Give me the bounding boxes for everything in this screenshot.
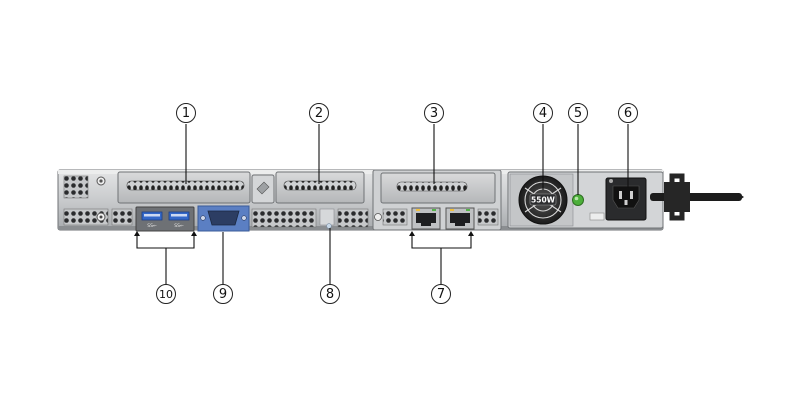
power-inlet bbox=[605, 177, 647, 221]
callout-8: 8 bbox=[320, 284, 340, 304]
callout-9: 9 bbox=[213, 284, 233, 304]
usb-port-2: SS← bbox=[168, 211, 190, 229]
psu-fan: 550W bbox=[518, 175, 568, 225]
usb-label-2: SS← bbox=[174, 223, 184, 229]
leader-arrowheads bbox=[134, 231, 474, 236]
leader-lines bbox=[136, 124, 629, 284]
vga-port bbox=[197, 205, 250, 232]
left-vent-area bbox=[63, 175, 133, 226]
callout-3: 3 bbox=[424, 103, 444, 123]
callout-10: 10 bbox=[156, 284, 176, 304]
usb-port-1: SS← bbox=[141, 211, 163, 229]
psu-rating-label: 550W bbox=[531, 196, 556, 205]
callout-7: 7 bbox=[431, 284, 451, 304]
usb-label-1: SS← bbox=[147, 223, 157, 229]
callout-2: 2 bbox=[309, 103, 329, 123]
power-cable-clip bbox=[650, 173, 744, 221]
callout-6: 6 bbox=[618, 103, 638, 123]
callout-5: 5 bbox=[568, 103, 588, 123]
riser-latch bbox=[251, 174, 275, 204]
pcie-slot-2 bbox=[275, 171, 365, 204]
callout-4: 4 bbox=[533, 103, 553, 123]
ethernet-port-1 bbox=[411, 207, 441, 230]
ethernet-port-2 bbox=[445, 207, 475, 230]
callout-1: 1 bbox=[176, 103, 196, 123]
pcie-slot-1 bbox=[117, 171, 251, 204]
uid-indicator bbox=[319, 208, 335, 229]
power-supply-led bbox=[572, 194, 605, 221]
center-vent-area bbox=[251, 208, 369, 228]
